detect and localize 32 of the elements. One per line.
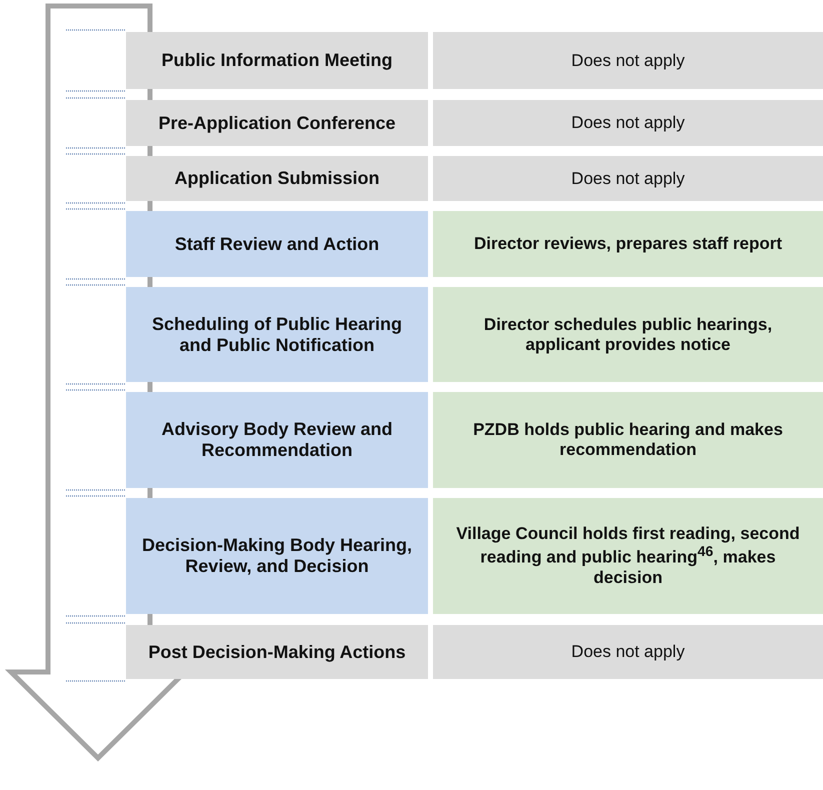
description-box xyxy=(433,625,823,679)
description-box xyxy=(433,392,823,488)
step-description: Director reviews, prepares staff report xyxy=(474,234,782,254)
step-description: Village Council holds first reading, second reading and public hearing$^{46}$, makes decision xyxy=(455,524,801,588)
step-box xyxy=(126,625,428,679)
description-box xyxy=(433,32,823,89)
step-description: Director schedules public hearings, applicant provides notice xyxy=(482,314,774,354)
step-description: Does not apply xyxy=(571,113,685,133)
step-description: Does not apply xyxy=(571,50,685,70)
step-box xyxy=(126,32,428,89)
step-title: Pre-Application Conference xyxy=(158,112,396,134)
step-title: Post Decision-Making Actions xyxy=(148,642,406,662)
step-box xyxy=(126,498,428,614)
step-title: Scheduling of Public Hearing and Public Notification xyxy=(150,314,404,356)
step-box xyxy=(126,211,428,277)
description-box xyxy=(433,211,823,277)
step-title: Decision-Making Body Hearing, Review, and Decision xyxy=(140,535,414,577)
description-box xyxy=(433,287,823,382)
step-description: Does not apply xyxy=(571,168,685,188)
description-box xyxy=(433,156,823,201)
step-description: Does not apply xyxy=(571,642,685,662)
step-title: Application Submission xyxy=(174,168,380,189)
description-box xyxy=(433,100,823,146)
step-title: Advisory Body Review and Recommendation xyxy=(160,419,394,461)
step-box xyxy=(126,156,428,201)
step-box xyxy=(126,392,428,488)
step-title: Public Information Meeting xyxy=(161,50,392,71)
step-box xyxy=(126,287,428,382)
description-box xyxy=(433,498,823,614)
step-description: PZDB holds public hearing and makes recommendation xyxy=(472,420,784,460)
step-box xyxy=(126,100,428,146)
step-title: Staff Review and Action xyxy=(174,234,380,254)
